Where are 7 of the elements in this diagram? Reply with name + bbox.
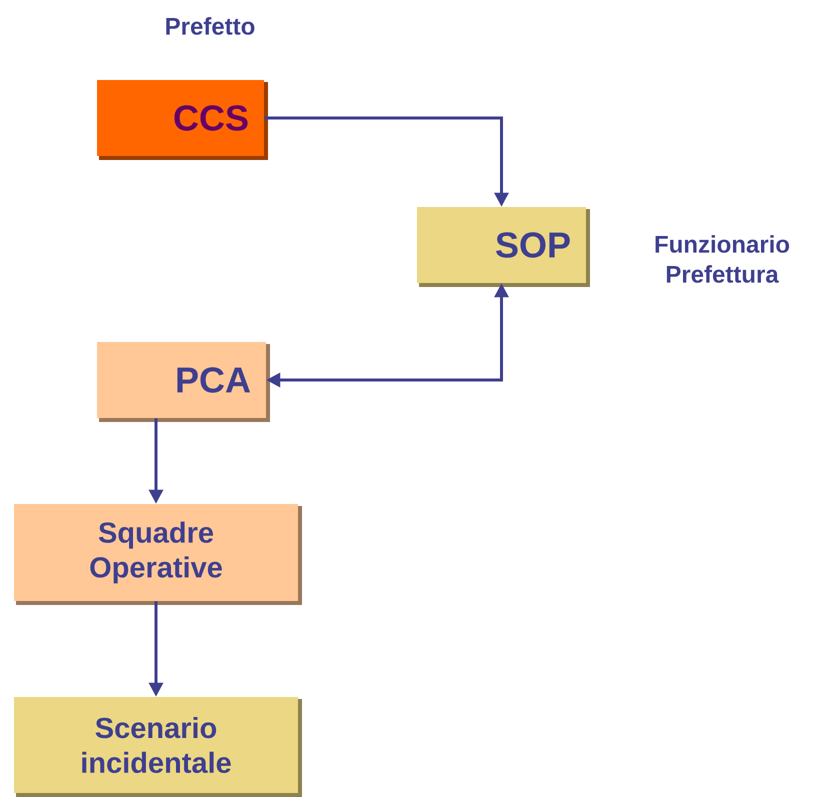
process-box: PCA: [97, 342, 270, 422]
process-box: CCS: [97, 80, 268, 160]
process-box: Scenario incidentale: [14, 697, 302, 797]
process-box: Squadre Operative: [14, 504, 302, 605]
process-box: SOP: [417, 207, 590, 287]
side-label: Prefetto: [166, 17, 254, 35]
side-label: Funzionario Prefettura: [656, 235, 790, 283]
